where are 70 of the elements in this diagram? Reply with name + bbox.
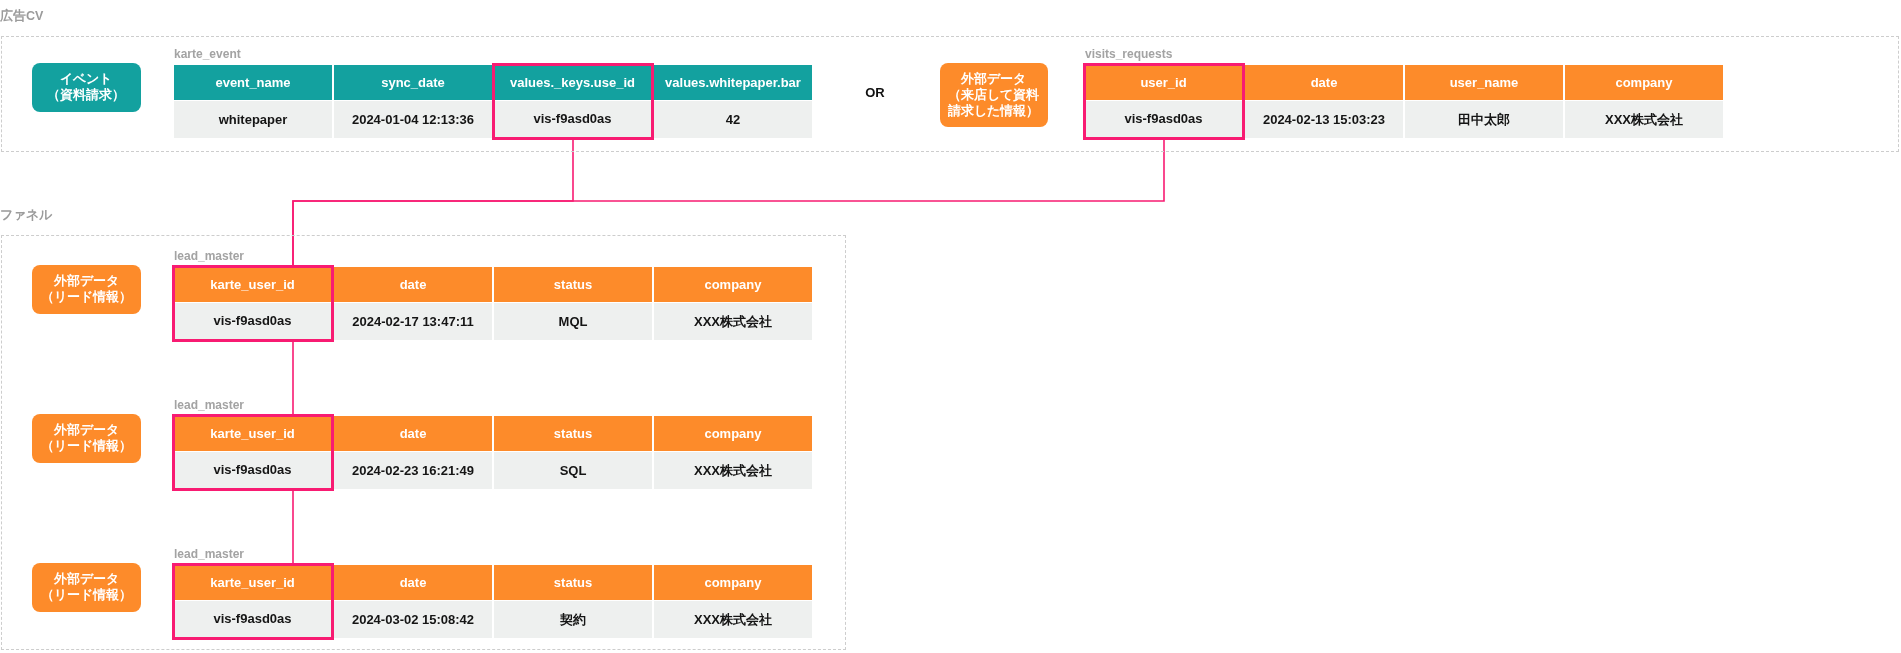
column-header: company	[654, 565, 812, 600]
table-cell: 42	[654, 101, 812, 138]
table-cell: XXX株式会社	[654, 601, 812, 638]
source-badge	[31, 264, 141, 314]
group-heading: ファネル	[0, 207, 52, 224]
table-cell: SQL	[494, 452, 652, 489]
badge-subtitle: （リード情報）	[40, 587, 132, 603]
table-cell: 2024-01-04 12:13:36	[334, 101, 492, 138]
table-cell: 田中太郎	[1405, 101, 1563, 138]
table-cell: vis-f9asd0as	[494, 100, 651, 137]
badge-title: 外部データ	[961, 70, 1026, 87]
group-heading: 広告CV	[0, 8, 44, 25]
column-header: company	[654, 267, 812, 302]
table-cell: 2024-02-17 13:47:11	[334, 303, 492, 340]
column-header: karte_user_id	[174, 565, 331, 600]
column-header: sync_date	[334, 65, 492, 100]
column-header: company	[654, 416, 812, 451]
table-cell: 2024-02-23 16:21:49	[334, 452, 492, 489]
column-header: event_name	[174, 65, 332, 100]
table-cell: vis-f9asd0as	[174, 451, 331, 488]
badge-subtitle: （資料請求）	[47, 87, 125, 103]
highlight-frame	[171, 413, 334, 491]
table-cell: XXX株式会社	[654, 452, 812, 489]
column-header: user_id	[1085, 65, 1242, 100]
table-cell: XXX株式会社	[654, 303, 812, 340]
highlight-frame	[491, 62, 654, 140]
table-name: lead_master	[174, 547, 245, 561]
connector-line	[292, 341, 294, 415]
highlight-frame	[1082, 62, 1245, 140]
column-header: status	[494, 416, 652, 451]
connector-line	[292, 490, 294, 564]
column-header: user_name	[1405, 65, 1563, 100]
column-header: date	[334, 565, 492, 600]
table-name: lead_master	[174, 398, 245, 412]
table-cell: vis-f9asd0as	[174, 302, 331, 339]
column-header: values._keys.use_id	[494, 65, 651, 100]
badge-subtitle: （来店して資料請求した情報）	[947, 86, 1040, 119]
table-name: lead_master	[174, 249, 245, 263]
badge-title: 外部データ	[53, 571, 119, 587]
column-header: date	[334, 416, 492, 451]
badge-subtitle: （リード情報）	[40, 289, 132, 305]
column-header: status	[494, 565, 652, 600]
highlight-frame	[171, 562, 334, 640]
table-cell: 2024-03-02 15:08:42	[334, 601, 492, 638]
table-cell: whitepaper	[174, 101, 332, 138]
table-cell: 契約	[494, 601, 652, 638]
badge-title: イベント	[60, 71, 112, 87]
highlight-frame	[171, 264, 334, 342]
connector-line	[292, 139, 1165, 266]
column-header: status	[494, 267, 652, 302]
table-cell: vis-f9asd0as	[174, 600, 331, 637]
table-cell: MQL	[494, 303, 652, 340]
source-badge	[31, 562, 141, 612]
table-cell: XXX株式会社	[1565, 101, 1723, 138]
table-name: karte_event	[174, 47, 241, 61]
table-cell: vis-f9asd0as	[1085, 100, 1242, 137]
source-badge	[31, 62, 141, 112]
column-header: karte_user_id	[174, 267, 331, 302]
column-header: karte_user_id	[174, 416, 331, 451]
badge-title: 外部データ	[53, 422, 119, 438]
column-header: values.whitepaper.bar	[654, 65, 812, 100]
column-header: date	[334, 267, 492, 302]
source-badge	[939, 62, 1048, 127]
column-header: company	[1565, 65, 1723, 100]
or-label: OR	[865, 84, 885, 100]
badge-title: 外部データ	[53, 273, 119, 289]
source-badge	[31, 413, 141, 463]
badge-subtitle: （リード情報）	[40, 438, 132, 454]
table-cell: 2024-02-13 15:03:23	[1245, 101, 1403, 138]
column-header: date	[1245, 65, 1403, 100]
